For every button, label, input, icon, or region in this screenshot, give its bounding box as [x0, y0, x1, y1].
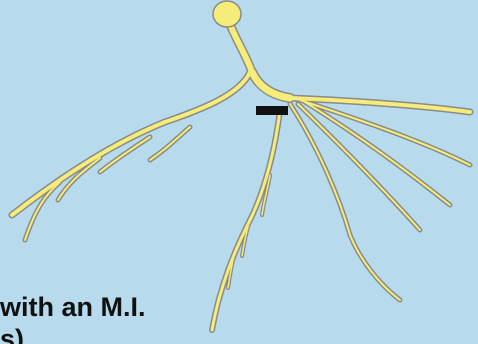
right-branch-3 [305, 102, 450, 205]
block-bar [256, 106, 288, 115]
neuron [12, 1, 470, 330]
caption-line-1: with an M.I. [0, 294, 146, 321]
central-stem [212, 110, 280, 330]
caption-line-2: s) [0, 326, 24, 344]
cell-body [213, 1, 241, 27]
